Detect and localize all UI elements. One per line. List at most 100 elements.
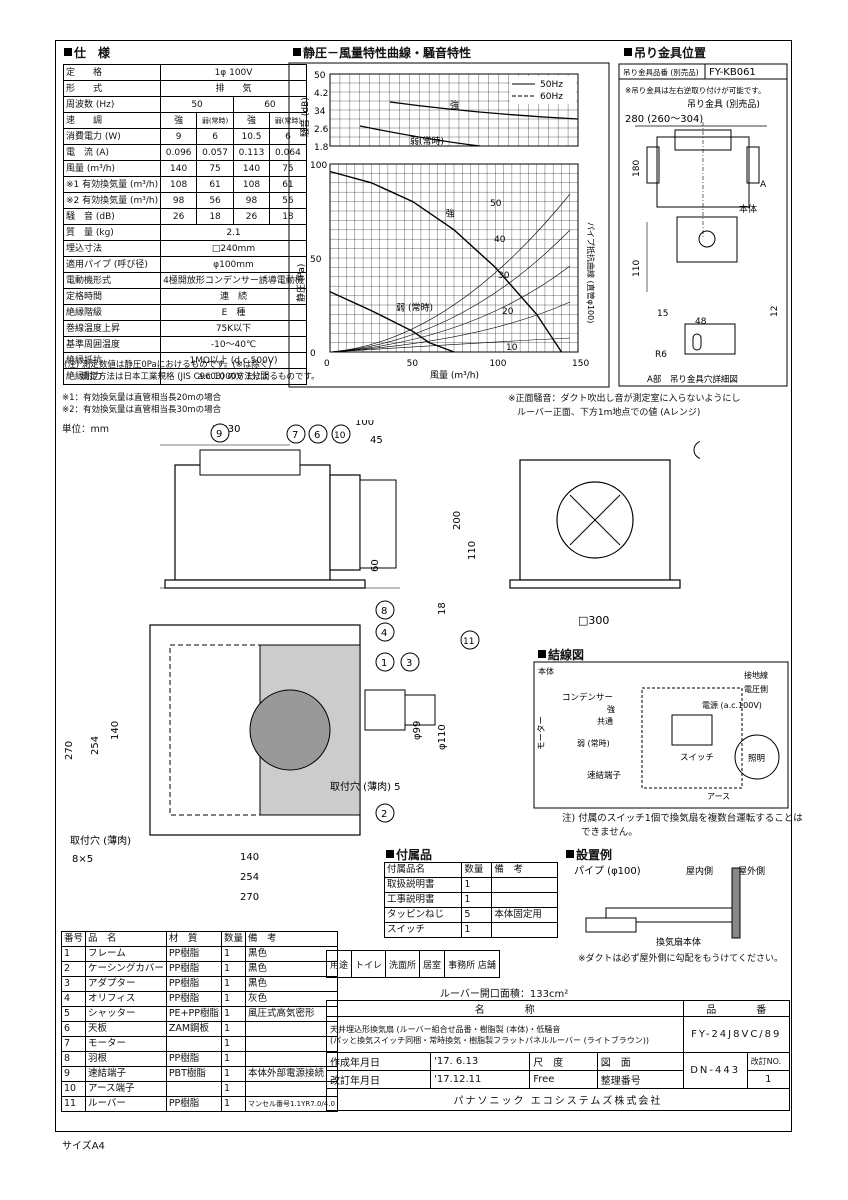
- footnote: ※2：有効換気量は直管相当長30mの場合: [62, 405, 222, 415]
- pipe-curve: [329, 301, 571, 353]
- chart-title: 静圧－風量特性曲線・騒音特性: [293, 44, 471, 61]
- svg-text:110: 110: [467, 541, 478, 560]
- callout-6: [308, 424, 328, 444]
- side-view: □230 100 45 60 9 7 6 10: [160, 420, 400, 589]
- spec-note: 測定方法は日本工業規格 (JIS C9603) の方法によるものです。: [64, 372, 320, 382]
- pipe-curve: [329, 229, 571, 353]
- title-block: 名 称 品 番 天井埋込形換気扇 (ルーバー組合せ品番・樹脂製 (本体)・低騒音…: [325, 1000, 791, 1111]
- pressure-ylabel: 静圧 (Pa): [295, 264, 307, 302]
- pipe-curve-tick: 10: [506, 343, 518, 353]
- hanger-key: 吊り金具品番 (別売品): [623, 67, 699, 77]
- spec-row: 定格時間連 続: [62, 288, 307, 305]
- env-table: 用途トイレ洗面所居室事務所 店舗: [325, 950, 500, 978]
- front-note: ※正面騒音：ダクト吹出し音が測定室に入らないようにし: [508, 394, 741, 404]
- company-name: パナソニック エコシステムズ株式会社: [326, 1088, 790, 1111]
- svg-text:コンデンサー: コンデンサー: [562, 692, 613, 703]
- svg-text:60: 60: [370, 559, 381, 572]
- spec-note: (注) 測定数値は静圧0Paにおけるものです。(※は除く): [64, 360, 272, 370]
- svg-text:モーター: モーター: [537, 716, 547, 750]
- front-note: ルーバー正面、下方1m地点での値 (Aレンジ): [508, 408, 701, 418]
- part-number: FY-24J8VC/89: [682, 1016, 791, 1053]
- legend-60hz: 60Hz: [540, 92, 563, 102]
- svg-text:9: 9: [216, 429, 222, 440]
- svg-text:強: 強: [607, 704, 615, 714]
- svg-text:接地線: 接地線: [744, 670, 768, 680]
- hanger-body: 本体: [739, 203, 757, 215]
- svg-text:180: 180: [632, 160, 642, 177]
- pipe-curve-tick: 50: [490, 199, 502, 209]
- svg-text:8: 8: [381, 606, 387, 617]
- wiring-note: 注) 付属のスイッチ1個で換気扇を複数台運転することは: [562, 813, 803, 824]
- svg-text:弱 (常時): 弱 (常時): [577, 739, 610, 748]
- svg-text:照明: 照明: [748, 754, 765, 764]
- dim-300: □300: [578, 614, 609, 627]
- front-view: 200 110 18 □300 5 11: [437, 440, 700, 650]
- svg-text:11: 11: [463, 637, 474, 647]
- noise-ytick: 1.8: [314, 143, 329, 153]
- series-label-weak: 弱 (常時): [396, 302, 433, 314]
- drawing-frame: [55, 40, 792, 1132]
- svg-text:254: 254: [90, 736, 101, 755]
- series-label-strong: 強: [446, 208, 455, 220]
- svg-text:270: 270: [240, 892, 259, 903]
- svg-text:パイプ (φ100): パイプ (φ100): [574, 865, 641, 877]
- noise-weak-curve: [359, 125, 481, 147]
- svg-text:12: 12: [770, 306, 780, 317]
- wiring-title: 結線図: [538, 646, 584, 663]
- callout-10: [331, 424, 351, 444]
- svg-text:100: 100: [355, 420, 374, 428]
- plan-view: 270 254 140 φ99 φ110 取付穴 (薄肉) 5 取付穴 (薄肉)…: [64, 600, 448, 903]
- noise-strong-curve: [389, 101, 579, 120]
- pressure-xtick: 50: [407, 359, 419, 369]
- spec-row: 質 量 (kg)2.1: [62, 224, 307, 241]
- spec-row: 埋込寸法□240mm: [62, 240, 307, 257]
- series-line-1: [329, 291, 455, 353]
- pipe-curve: [329, 265, 571, 353]
- svg-text:R6: R6: [655, 350, 667, 360]
- install-title: 設置例: [566, 846, 612, 863]
- accessories-title: 付属品: [386, 846, 432, 863]
- hanger-a: A: [760, 180, 767, 190]
- callout-7: [286, 424, 306, 444]
- svg-text:取付穴 (薄肉): 取付穴 (薄肉): [70, 834, 131, 847]
- callout-9: [210, 423, 230, 443]
- series-line-0: [329, 170, 563, 353]
- noise-label-weak: 弱(常時): [410, 135, 444, 147]
- footnote: ※1：有効換気量は直管相当長20mの場合: [62, 393, 222, 403]
- noise-label-strong: 強: [450, 99, 459, 111]
- svg-text:48: 48: [695, 317, 707, 327]
- pipe-curve-tick: 30: [498, 271, 510, 281]
- wiring-diagram: 本体 コンデンサー モーター 強 共通 弱 (常時) 速結端子 アース 接地線 …: [533, 661, 789, 809]
- svg-text:屋内側: 屋内側: [686, 865, 713, 877]
- paper-size: サイズA4: [62, 1141, 105, 1152]
- noise-ytick: 34: [314, 107, 326, 117]
- svg-text:1: 1: [381, 658, 387, 669]
- svg-text:スイッチ: スイッチ: [680, 753, 714, 763]
- svg-text:140: 140: [240, 852, 259, 863]
- svg-text:7: 7: [292, 430, 298, 441]
- svg-text:140: 140: [110, 721, 121, 740]
- pressure-ytick: 100: [310, 161, 327, 171]
- noise-ylabel: 騒音 (dB): [299, 97, 311, 137]
- noise-ytick: 50: [314, 71, 326, 81]
- pressure-xtick: 100: [489, 359, 506, 369]
- svg-text:8×5: 8×5: [72, 854, 93, 865]
